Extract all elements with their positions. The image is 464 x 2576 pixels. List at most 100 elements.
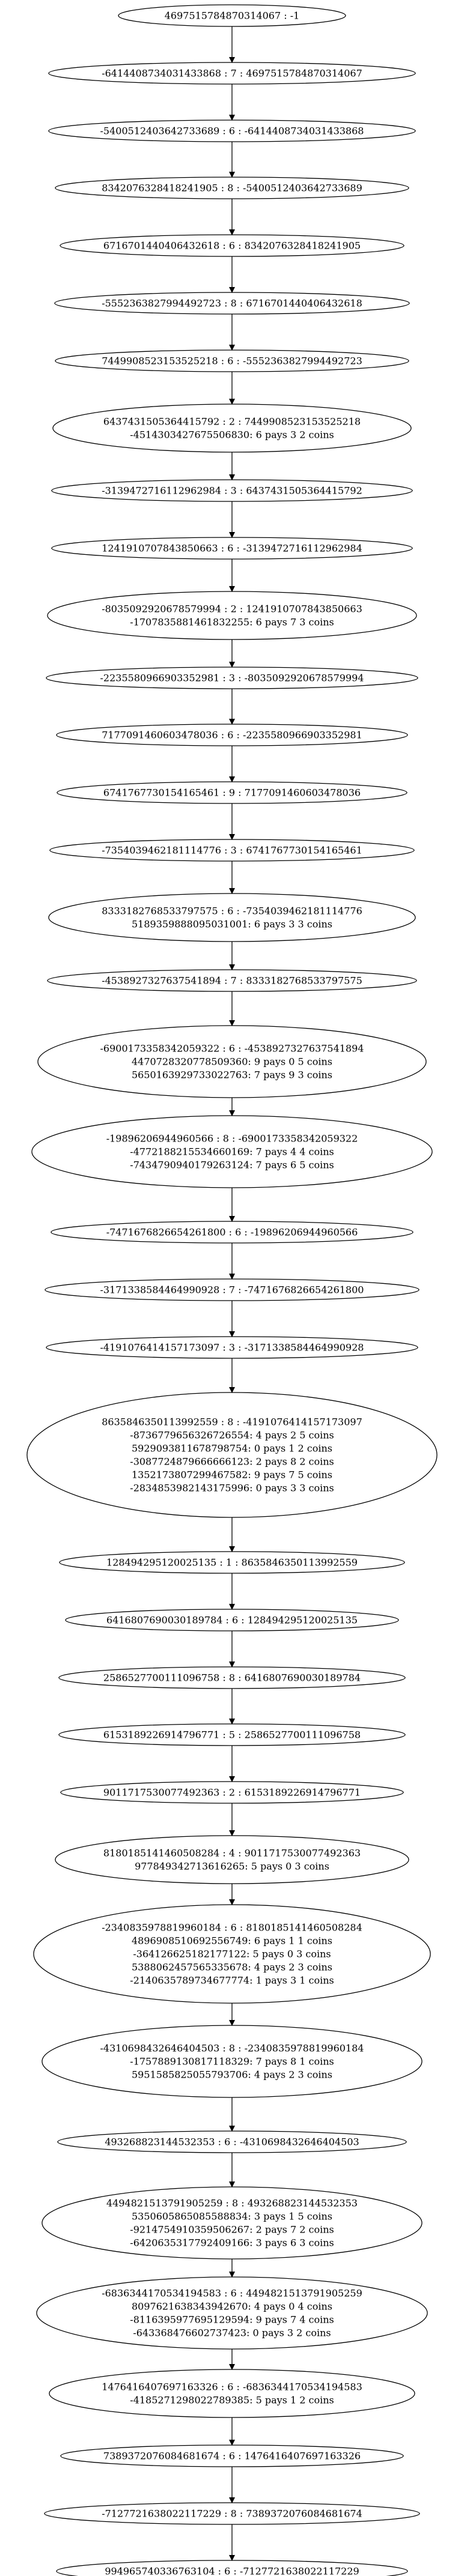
node-label-line: -9214754910359506267: 2 pays 7 2 coins	[130, 2224, 334, 2236]
tree-node: 2586527700111096758 : 8 : 64168076900301…	[58, 1666, 406, 1689]
tree-node: 8333182768533797575 : 6 : -7354039462181…	[48, 893, 416, 942]
node-ellipse	[41, 2186, 423, 2260]
tree-node: 7389372076084681674 : 6 : 14764164076971…	[60, 2444, 404, 2467]
node-ellipse	[44, 2502, 420, 2525]
node-ellipse	[44, 1278, 420, 1301]
node-ellipse	[60, 2444, 404, 2467]
tree-node: -4538927327637541894 : 7 : 8333182768533…	[47, 969, 417, 992]
node-ellipse	[47, 591, 417, 640]
node-label-line: 6741767730154165461 : 9 : 71770914606034…	[103, 787, 361, 799]
node-label-line: 9949657403367631​04 : 6 : -7127721638022…	[105, 2566, 359, 2576]
tree-node: 7449908523153525218 : 6 : -5552363827994…	[55, 349, 409, 372]
node-ellipse	[58, 1666, 406, 1689]
tree-node: -4310698432646404503 : 8 : -234083597881…	[41, 2025, 423, 2098]
node-label-line: -1707835881461832255: 6 pays 7 3 coins	[130, 617, 334, 628]
tree-node: 6437431505364415792 : 2 : 74499085231535…	[52, 404, 412, 453]
node-label-line: -5400512403642733689 : 6 : -641440873403…	[100, 125, 364, 137]
node-label-line: -3641266251821771​22: 5 pays 0 3 coins	[133, 1949, 331, 1960]
tree-node: -6836344170534194583 : 6 : 4494821513791…	[36, 2276, 428, 2350]
node-ellipse	[49, 839, 415, 862]
tree-node: -7471676826654261800 : 6 : -198962069449…	[50, 1221, 414, 1244]
node-label-line: -6900173358342059322 : 6 : -453892732763…	[100, 1043, 364, 1054]
node-ellipse	[26, 1392, 438, 1518]
tree-node: -3171338584464990928 : 7 : -747167682665…	[44, 1278, 420, 1301]
tree-node: -7354039462181114776 : 3 : 6741767730154…	[49, 839, 415, 862]
node-ellipse	[49, 2369, 415, 2418]
node-label-line: -1757889130817118329: 7 pays 8 1 coins	[130, 2056, 334, 2067]
node-label-line: 6153189226914796771 : 5 : 25865277001110…	[103, 1729, 361, 1741]
node-ellipse	[118, 4, 346, 27]
tree-node: -5552363827994492723 : 8 : 6716701440406…	[54, 292, 410, 315]
node-label-line: 4470728320778509360: 9 pays 0 5 coins	[132, 1056, 332, 1068]
node-label-line: 1352173807299467582: 9 pays 7 5 coins	[132, 1469, 332, 1481]
node-label-line: 5650163929733022763: 7 pays 9 3 coins	[132, 1069, 332, 1081]
node-label-line: -2340835978819960184 : 6 : 8180185141460…	[102, 1922, 362, 1934]
node-label-line: -4310698432646404503 : 8 : -234083597881…	[100, 2043, 364, 2054]
node-label-line: 5951585825055793706: 4 pays 2 3 coins	[132, 2069, 332, 2081]
node-label-line: 7449908523153525218 : 6 : -5552363827994…	[102, 355, 362, 367]
node-label-line: -6836344170534194583 : 6 : 4494821513791…	[102, 2288, 362, 2299]
tree-node: 6741767730154165461 : 9 : 71770914606034…	[56, 781, 408, 804]
tree-node: 6416807690030189784 : 6 : 12849429512002…	[65, 1609, 399, 1631]
node-ellipse	[46, 1336, 418, 1359]
node-ellipse	[52, 404, 412, 453]
node-ellipse	[41, 2025, 423, 2098]
node-ellipse	[33, 1904, 431, 2004]
node-ellipse	[56, 781, 408, 804]
node-ellipse	[55, 177, 409, 199]
node-label-line: -7127721638022117229 : 8 : 7389372076084…	[102, 2508, 362, 2520]
node-label-line: 8097621638343942670: 4 pays 0 4 coins	[132, 2301, 332, 2312]
node-ellipse	[37, 1025, 427, 1098]
node-label-line: 8180185141460508284 : 4 : 90117175300774…	[103, 1848, 361, 1859]
tree-node: -6900173358342059322 : 6 : -453892732763…	[37, 1025, 427, 1098]
tree-node: 1476416407697163326 : 6 : -6836344170534…	[49, 2369, 415, 2418]
node-ellipse	[55, 349, 409, 372]
node-label-line: 128494295120025135 : 1 : 863584635011399…	[106, 1557, 358, 1568]
tree-node: 1241910707843850663 : 6 : -3139472716112…	[51, 537, 413, 560]
tree-node: 6716701440406432618 : 6 : 83420763284182…	[60, 234, 404, 257]
node-label-line: -7354039462181114776 : 3 : 6741767730154…	[102, 845, 362, 856]
node-label-line: -4538927327637541894 : 7 : 8333182768533…	[102, 975, 362, 987]
tree-node: 9011717530077492363 : 2 : 61531892269147…	[60, 1781, 404, 1804]
node-label-line: 977849342713616265: 5 pays 0 3 coins	[135, 1861, 329, 1872]
node-ellipse	[55, 1835, 409, 1884]
node-label-line: -3087724879666666123: 2 pays 8 2 coins	[130, 1456, 334, 1468]
node-label-line: -4772188215534660169: 7 pays 4 4 coins	[130, 1146, 334, 1158]
tree-node: -7127721638022117229 : 8 : 7389372076084…	[44, 2502, 420, 2525]
node-ellipse	[50, 1221, 414, 1244]
node-label-line: 9011717530077492363 : 2 : 61531892269147…	[103, 1787, 361, 1798]
node-ellipse	[48, 62, 416, 85]
node-label-line: 7389372076084681674 : 6 : 14764164076971…	[103, 2451, 361, 2462]
node-label-line: 4896908510692556749: 6 pays 1 1 coins	[132, 1935, 332, 1947]
tree-node: 8342076328418241905 : 8 : -5400512403642…	[55, 177, 409, 199]
node-label-line: -4191076414157173097 : 3 : -317133858446…	[100, 1342, 364, 1353]
tree-node: 7177091460603478036 : 6 : -2235580966903…	[56, 724, 408, 746]
node-ellipse	[58, 1723, 406, 1746]
node-label-line: -5552363827994492723 : 8 : 6716701440406…	[102, 298, 362, 309]
node-label-line: -8035092920678579994 : 2 : 1241910707843…	[102, 603, 362, 615]
tree-node: 9949657403367631​04 : 6 : -7127721638022…	[56, 2560, 408, 2576]
node-label-line: 6716701440406432618 : 6 : 83420763284182…	[103, 240, 361, 252]
tree-node: -2235580966903352981 : 3 : -803509292067…	[46, 667, 418, 689]
node-ellipse	[36, 2276, 428, 2350]
node-label-line: -6414408734031433868 : 7 : 4697515784870…	[102, 68, 362, 79]
node-ellipse	[65, 1609, 399, 1631]
node-label-line: -2140635789734677774: 1 pays 3 1 coins	[130, 1975, 334, 1986]
node-ellipse	[60, 1781, 404, 1804]
node-label-line: 8342076328418241905 : 8 : -5400512403642…	[102, 183, 362, 194]
node-label-line: 4932688231445323​53 : 6 : -4310698432646…	[105, 2136, 359, 2148]
tree-node: -1989620694496056​6 : 8 : -6900173358342…	[31, 1115, 433, 1188]
node-label-line: 5350605865085588834: 3 pays 1 5 coins	[132, 2211, 332, 2222]
node-label-line: -4185271298022789385: 5 pays 1 2 coins	[130, 2395, 334, 2406]
tree-node: 4697515784870314067 : -1	[118, 4, 346, 27]
node-ellipse	[51, 479, 413, 502]
node-ellipse	[56, 724, 408, 746]
node-label-line: 8635846350113992559 : 8 : -4191076414157…	[102, 1416, 362, 1428]
node-label-line: -3139472716112962984 : 3 : 6437431505364…	[102, 485, 362, 497]
node-label-line: 8333182768533797575 : 6 : -7354039462181…	[102, 906, 362, 917]
tree-node: 4494821513791905259 : 8 : 49326882314453…	[41, 2186, 423, 2260]
node-label-line: 6437431505364415792 : 2 : 74499085231535…	[103, 416, 361, 428]
node-label-line: -7434790940179263124: 7 pays 6 5 coins	[130, 1160, 334, 1171]
node-ellipse	[56, 2560, 408, 2576]
